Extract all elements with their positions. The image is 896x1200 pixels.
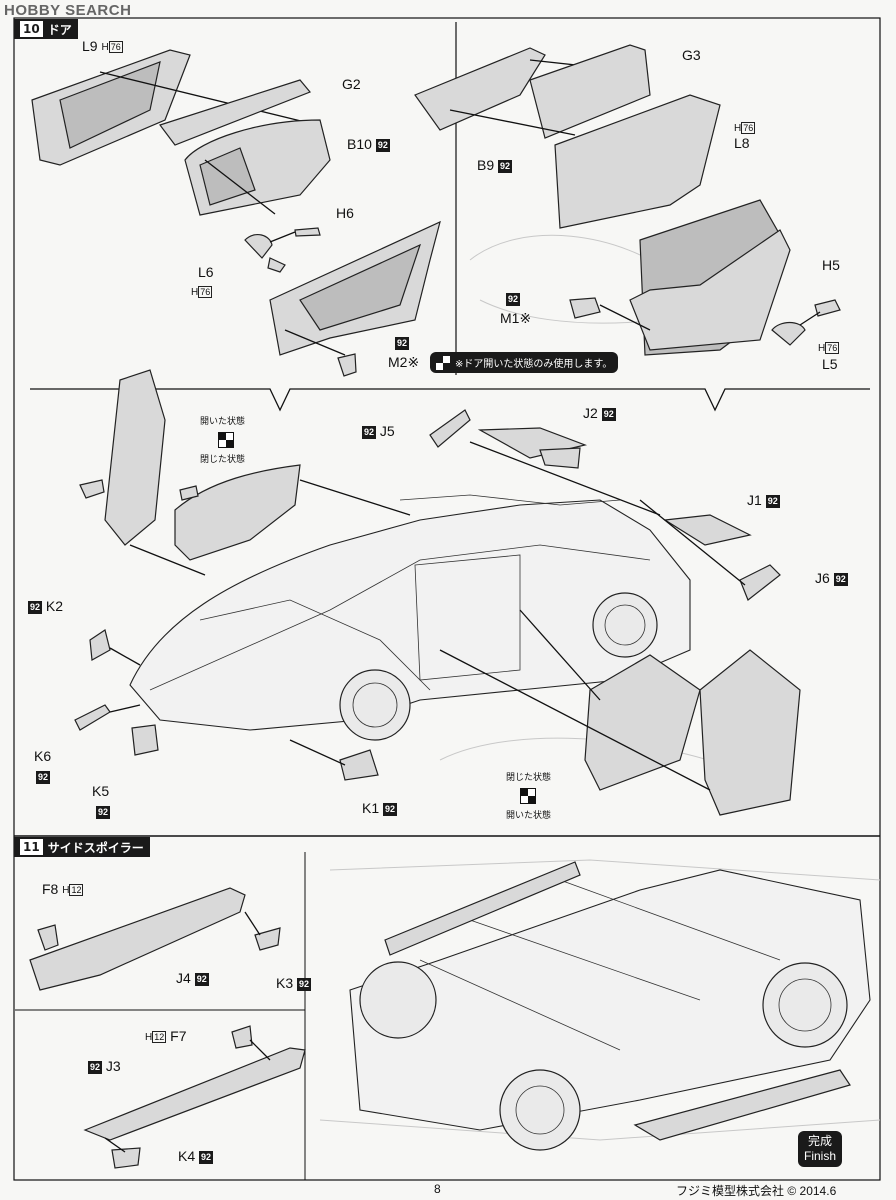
- step-title: ドア: [47, 22, 72, 37]
- step-11-header: 11 サイドスポイラー: [14, 837, 150, 857]
- part-label-j3: 92 J3: [88, 1058, 121, 1074]
- step-number: 10: [20, 21, 43, 37]
- finish-ja: 完成: [808, 1134, 833, 1148]
- step-title: サイドスポイラー: [47, 840, 144, 855]
- part-label-g3: G3: [682, 47, 701, 63]
- footer-company: フジミ模型株式会社 © 2014.6: [676, 1184, 837, 1198]
- part-label-k5-badge: 92: [96, 805, 111, 819]
- part-label-l8: L8: [734, 135, 750, 151]
- part-label-k5: K5: [92, 783, 110, 799]
- part-label-b10: B10 92: [347, 136, 390, 152]
- part-label-k4: K4 92: [178, 1148, 214, 1164]
- part-label-h5: H5: [822, 257, 840, 273]
- finish-en: Finish: [804, 1149, 837, 1163]
- state-closed-upper: 閉じた状態: [200, 455, 246, 465]
- part-label-k6-badge: 92: [36, 770, 51, 784]
- part-label-l6: L6: [198, 264, 214, 280]
- state-symbol-lower: [520, 788, 536, 804]
- part-label-l5: L5: [822, 356, 838, 372]
- part-label-j5: 92 J5: [362, 423, 395, 439]
- step-number: 11: [20, 839, 43, 855]
- step-10-header: 10 ドア: [14, 19, 78, 39]
- open-state-icon: [436, 355, 450, 370]
- part-label-j2: J2 92: [583, 405, 616, 421]
- part-label-j4: J4 92: [176, 970, 209, 986]
- page-number: 8: [434, 1182, 441, 1196]
- finish-badge: 完成 Finish: [798, 1131, 843, 1167]
- part-label-j1: J1 92: [747, 492, 780, 508]
- part-label-k2: 92 K2: [28, 598, 64, 614]
- watermark: HOBBY SEARCH: [4, 2, 132, 19]
- part-label-b9: B9 92: [477, 157, 513, 173]
- state-symbol-upper: [218, 432, 234, 448]
- part-label-m1: M1※: [500, 310, 532, 326]
- state-open-lower: 開いた状態: [506, 811, 552, 821]
- state-open-upper: 開いた状態: [200, 417, 246, 427]
- part-label-m2: M2※: [388, 354, 420, 370]
- part-label-g2: G2: [342, 76, 361, 92]
- usage-note: ※ドア開いた状態のみ使用します。: [430, 352, 619, 373]
- state-closed-lower: 閉じた状態: [506, 773, 552, 783]
- part-label-k3: K3 92: [276, 975, 312, 991]
- part-label-k6: K6: [34, 748, 52, 764]
- part-label-m2-badge: 92: [395, 336, 410, 350]
- part-label-k1: K1 92: [362, 800, 398, 816]
- part-label-j6: J6 92: [815, 570, 848, 586]
- part-label-m1-badge: 92: [506, 292, 521, 306]
- part-label-h6: H6: [336, 205, 354, 221]
